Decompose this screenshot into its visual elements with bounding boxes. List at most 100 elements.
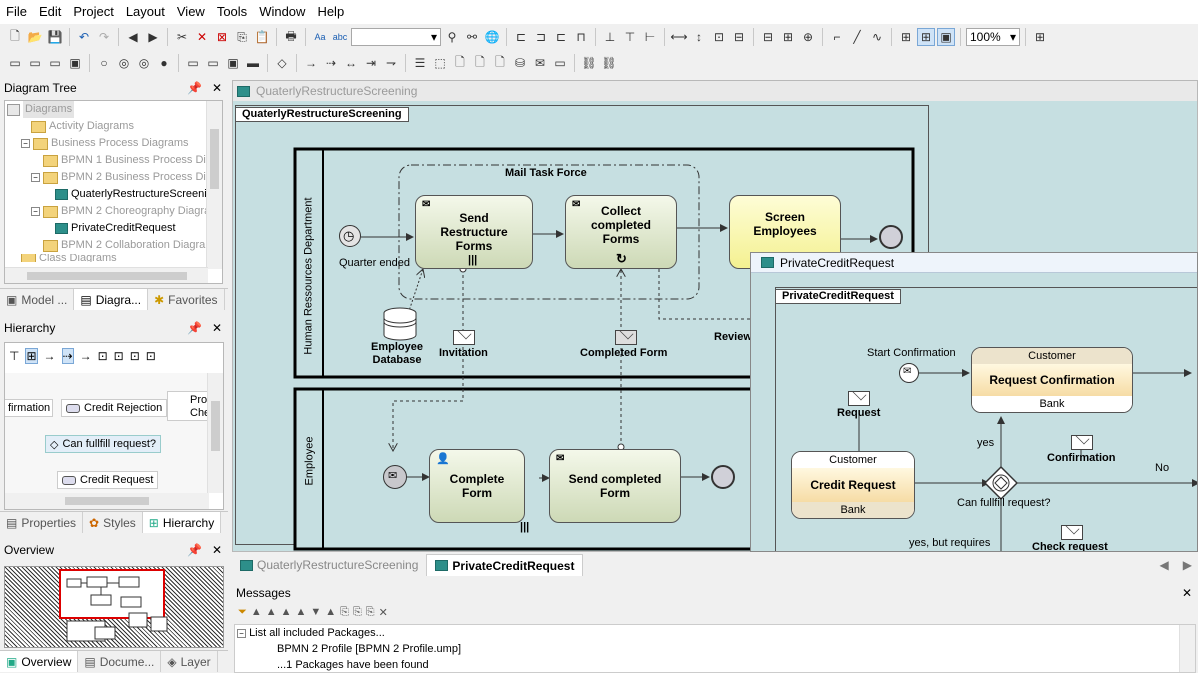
hierarchy-node[interactable]: Credit Request bbox=[57, 471, 159, 489]
menu-tools[interactable]: Tools bbox=[216, 4, 248, 19]
choreo-credit-request[interactable]: Customer Credit Request Bank bbox=[791, 451, 915, 519]
center-icon[interactable]: ⊕ bbox=[802, 30, 814, 44]
sequence-flow-icon[interactable]: → bbox=[305, 56, 317, 70]
shape-transaction-icon[interactable]: ▣ bbox=[69, 56, 81, 70]
space-v-icon[interactable]: ↕ bbox=[696, 30, 702, 44]
line-orthogonal-icon[interactable]: ⌐ bbox=[833, 30, 841, 44]
choreo-request-confirmation[interactable]: Customer Request Confirmation Bank bbox=[971, 347, 1133, 413]
message-line[interactable]: − List all included Packages... bbox=[237, 625, 1195, 641]
tree-item[interactable]: −BPMN 2 Choreography Diagrar bbox=[5, 203, 222, 220]
choreography-sub-icon[interactable]: ▭ bbox=[207, 56, 219, 70]
tab-quaterly[interactable]: QuaterlyRestructureScreening bbox=[232, 554, 426, 576]
undo-icon[interactable]: ↶ bbox=[78, 30, 90, 44]
font-combo[interactable]: ▾ bbox=[351, 28, 441, 46]
save-icon[interactable]: 💾 bbox=[47, 30, 63, 44]
hierarchy-node[interactable]: firmation bbox=[5, 399, 53, 417]
message-start-event[interactable]: ✉ bbox=[383, 465, 407, 489]
start-event-icon[interactable]: ○ bbox=[100, 56, 108, 70]
hierarchy-node[interactable]: Credit Rejection bbox=[61, 399, 168, 417]
text-annotation-icon[interactable]: ▭ bbox=[554, 56, 566, 70]
grow-icon[interactable]: ⊡ bbox=[713, 30, 725, 44]
line-direct-icon[interactable]: ╱ bbox=[853, 30, 861, 44]
globe-icon[interactable]: 🌐 bbox=[484, 30, 500, 44]
message-flow-icon[interactable]: ⇢ bbox=[325, 56, 337, 70]
end-event[interactable] bbox=[711, 465, 735, 489]
align-center-icon[interactable]: ⊐ bbox=[535, 30, 547, 44]
collapse-icon[interactable]: − bbox=[31, 173, 40, 182]
align-right-icon[interactable]: ⊏ bbox=[555, 30, 567, 44]
redo-icon[interactable]: ↷ bbox=[98, 30, 110, 44]
save-icon[interactable]: ⎘ bbox=[365, 605, 375, 618]
menu-layout[interactable]: Layout bbox=[125, 4, 165, 19]
collapse-icon[interactable]: − bbox=[31, 207, 40, 216]
tree-item[interactable]: BPMN 1 Business Process Dia bbox=[5, 152, 222, 169]
print-icon[interactable]: 🖶 bbox=[285, 28, 297, 43]
prev-icon[interactable]: ▼ bbox=[310, 606, 322, 618]
viewport-rect[interactable] bbox=[59, 569, 165, 619]
open-icon[interactable]: 📂 bbox=[27, 30, 43, 44]
align-left-icon[interactable]: ⊏ bbox=[515, 30, 527, 44]
close-icon[interactable]: ✕ bbox=[1181, 586, 1192, 600]
spellcheck-icon[interactable]: Aa bbox=[314, 32, 326, 42]
shrink-icon[interactable]: ⊟ bbox=[733, 30, 745, 44]
grid-snap-icon[interactable]: ⊞ bbox=[917, 28, 935, 46]
menu-view[interactable]: View bbox=[176, 4, 205, 19]
tab-favorites[interactable]: ✱Favorites bbox=[148, 289, 225, 310]
tree-layout-icon[interactable]: ⊤ bbox=[9, 349, 20, 363]
chevron-left-icon[interactable]: ◀ bbox=[1159, 558, 1169, 572]
align-top-icon[interactable]: ⊓ bbox=[576, 30, 586, 44]
close-icon[interactable]: ✕ bbox=[211, 543, 222, 557]
menu-help[interactable]: Help bbox=[317, 4, 345, 19]
intermediate-event-icon[interactable]: ◎ bbox=[118, 56, 130, 70]
arrow-box-icon[interactable]: → bbox=[79, 349, 92, 363]
unlink-icon[interactable]: ⛓ bbox=[601, 56, 617, 70]
next-error-icon[interactable]: ▲ bbox=[295, 606, 307, 618]
group-icon[interactable]: ⬚ bbox=[434, 56, 446, 70]
new-icon[interactable]: 🗋 bbox=[10, 28, 20, 43]
data-input-icon[interactable]: 🗋 bbox=[475, 54, 485, 69]
message-icon[interactable]: ✉ bbox=[534, 56, 546, 70]
copy-all-icon[interactable]: ⎘ bbox=[352, 605, 362, 618]
choreography-task-icon[interactable]: ▭ bbox=[187, 56, 199, 70]
forward-icon[interactable]: ▶ bbox=[148, 30, 158, 44]
distribute-v-icon[interactable]: ⊤ bbox=[624, 30, 636, 44]
vertical-scrollbar[interactable] bbox=[1179, 625, 1195, 672]
pcr-canvas[interactable]: PrivateCreditRequest ✉ Start Confirmatio… bbox=[751, 273, 1197, 551]
filter-icon[interactable]: ⏷ bbox=[238, 605, 247, 618]
pin-icon[interactable]: 📌 bbox=[186, 543, 202, 557]
back-icon[interactable]: ◀ bbox=[128, 30, 138, 44]
level4-icon[interactable]: ⊡ bbox=[145, 349, 156, 363]
data-output-icon[interactable]: 🗋 bbox=[495, 54, 505, 69]
task-send-completed[interactable]: ✉ Send completed Form bbox=[549, 449, 681, 523]
pool-icon[interactable]: ▬ bbox=[247, 56, 259, 70]
tab-properties[interactable]: ▤Properties bbox=[0, 512, 84, 533]
space-h-icon[interactable]: ⟷ bbox=[670, 30, 688, 44]
close-icon[interactable]: ✕ bbox=[211, 81, 222, 95]
conditional-flow-icon[interactable]: ⇁ bbox=[385, 56, 397, 70]
call-choreo-icon[interactable]: ▣ bbox=[227, 56, 239, 70]
prev-error-icon[interactable]: ▲ bbox=[280, 606, 292, 618]
prev-warning-icon[interactable]: ▲ bbox=[250, 606, 262, 618]
zoom-fit-icon[interactable]: ⊞ bbox=[1034, 30, 1046, 44]
tab-hierarchy[interactable]: ⊞Hierarchy bbox=[142, 512, 222, 533]
tree-item[interactable]: −Business Process Diagrams bbox=[5, 135, 222, 152]
tree-item[interactable]: Activity Diagrams bbox=[5, 118, 222, 135]
paste-icon[interactable]: 📋 bbox=[254, 30, 270, 44]
flow-arrow-icon[interactable]: → bbox=[43, 349, 56, 363]
hierarchy-node-selected[interactable]: ◇Can fullfill request? bbox=[45, 435, 162, 453]
data-object-icon[interactable]: 🗋 bbox=[455, 54, 465, 69]
distribute-h-icon[interactable]: ⊥ bbox=[604, 30, 616, 44]
task-send-restructure[interactable]: ✉ Send Restructure Forms ||| bbox=[415, 195, 533, 269]
vertical-scrollbar[interactable] bbox=[206, 101, 222, 269]
binoculars-icon[interactable]: ⚯ bbox=[466, 30, 478, 44]
boundary-event-icon[interactable]: ◎ bbox=[138, 56, 150, 70]
message-start-event[interactable]: ✉ bbox=[899, 363, 919, 383]
tree-item[interactable]: BPMN 2 Collaboration Diagrams bbox=[5, 237, 222, 254]
same-width-icon[interactable]: ⊢ bbox=[644, 30, 656, 44]
line-curve-icon[interactable]: ∿ bbox=[871, 30, 883, 44]
menu-window[interactable]: Window bbox=[259, 4, 306, 19]
format-icon[interactable]: abc bbox=[332, 32, 348, 42]
org-layout-icon[interactable]: ⊞ bbox=[25, 348, 38, 364]
delete-diagram-icon[interactable]: ⊠ bbox=[216, 30, 228, 44]
timer-start-event[interactable]: ◷ bbox=[339, 225, 361, 247]
